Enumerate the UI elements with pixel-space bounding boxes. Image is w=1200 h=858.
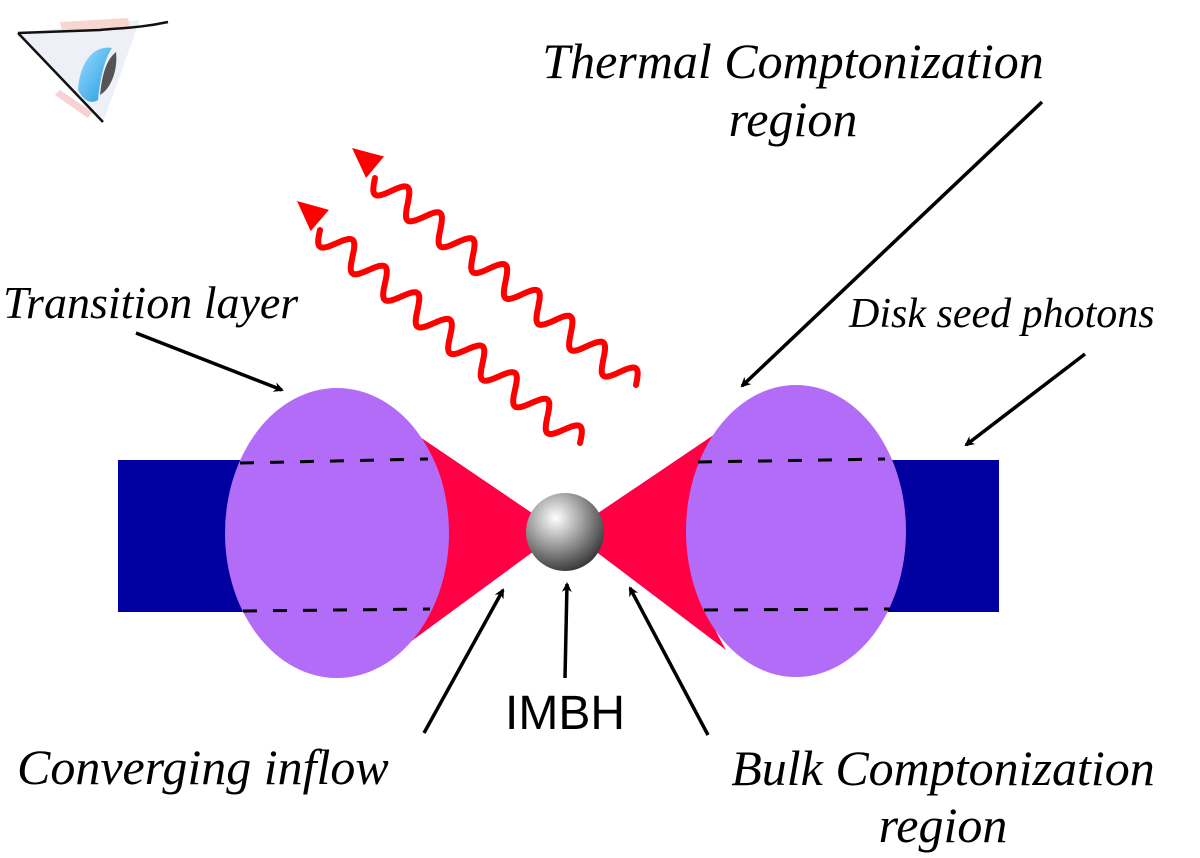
arrow-imbh [561, 582, 572, 679]
pointer-arrows [135, 100, 1087, 736]
photon-wave-upper [370, 175, 641, 388]
arrow-converging-inflow [422, 588, 505, 734]
label-converging-inflow: Converging inflow [17, 739, 389, 795]
observer-eye-icon [17, 18, 169, 123]
converging-inflow-left [402, 437, 560, 648]
label-transition-layer: Transition layer [3, 277, 299, 328]
converging-inflow-right [570, 432, 726, 650]
photon-arrows [297, 148, 641, 446]
imbh-sphere [526, 493, 604, 571]
arrow-thermal-comptonization [740, 100, 1044, 388]
label-imbh: IMBH [505, 687, 625, 740]
arrow-bulk-comptonization [628, 586, 710, 736]
transition-layer-left [225, 388, 449, 678]
disk-boundary-dashes [239, 457, 891, 613]
label-bulk-comptonization-line2: region [879, 797, 1008, 853]
photon-arrowhead-lower [297, 201, 329, 232]
label-thermal-comptonization-line2: region [729, 91, 858, 147]
arrow-transition-layer [135, 331, 284, 392]
arrow-disk-seed-photons [964, 352, 1087, 447]
photon-wave-lower [315, 227, 585, 446]
transition-layer-right [686, 385, 906, 677]
label-disk-seed-photons: Disk seed photons [848, 291, 1155, 337]
label-thermal-comptonization-line1: Thermal Comptonization [542, 33, 1043, 89]
label-bulk-comptonization-line1: Bulk Comptonization [731, 740, 1155, 796]
photon-arrowhead-upper [352, 148, 384, 178]
